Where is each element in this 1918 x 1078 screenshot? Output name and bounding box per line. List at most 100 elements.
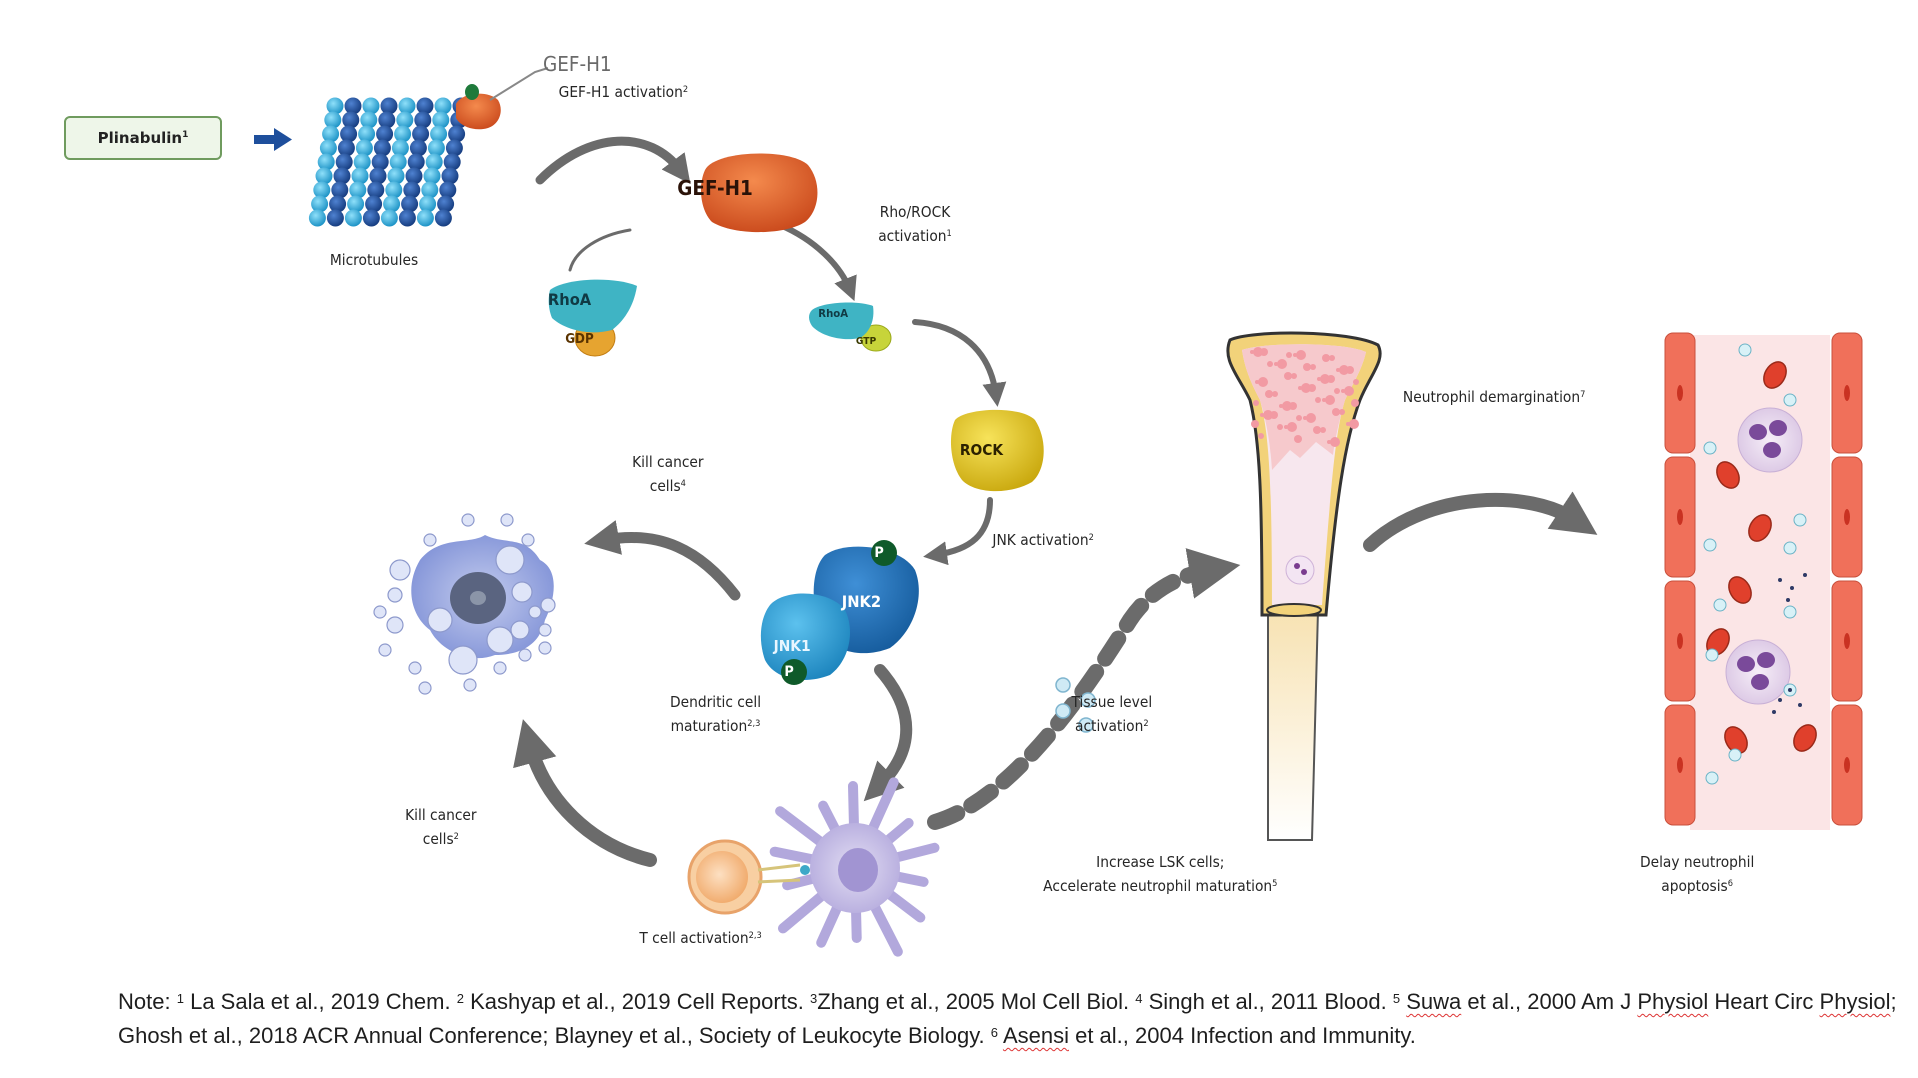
tubulin-subunit [389, 153, 407, 171]
bleb [448, 645, 478, 675]
marrow-cell [1291, 373, 1297, 379]
marrow-cell [1277, 424, 1283, 430]
line-gefh1-to-rhoa-gdp [568, 228, 632, 272]
tubulin-subunit [376, 125, 394, 143]
tubulin-subunit [308, 209, 326, 227]
marrow-cell [1313, 426, 1321, 434]
platelet [1705, 771, 1719, 785]
reference: La Sala et al., 2019 Chem. [190, 989, 451, 1014]
marrow-cell [1298, 386, 1302, 390]
platelet [1738, 343, 1752, 357]
neutrophil-nucleus-lobe [1757, 652, 1775, 668]
marrow-cell [1322, 354, 1330, 362]
jnk-activation-label: JNK activation2 [992, 531, 1094, 549]
endothelial-nucleus [1677, 385, 1683, 401]
tubulin-subunit [347, 195, 365, 213]
marrow-cell [1250, 350, 1254, 354]
red-blood-cell [1763, 361, 1787, 389]
marrow-cell [1332, 408, 1340, 416]
endothelial-nucleus [1677, 633, 1683, 649]
tissue-particles [1055, 677, 1096, 733]
marrow-cell [1353, 379, 1359, 385]
marrow-cell [1279, 404, 1283, 408]
arrow-rock-to-jnk [923, 497, 993, 566]
dendritic-cell-illustration [769, 777, 940, 957]
reference: Zhang et al., 2005 Mol Cell Biol. [817, 989, 1130, 1014]
gef-h1-activation-label: GEF-H1 activation2 [558, 83, 689, 101]
marrow-cell [1320, 427, 1326, 433]
tubulin-subunit [443, 153, 461, 171]
arrow-microtubules-to-gefh1 [535, 136, 691, 185]
granule [1772, 710, 1776, 714]
marrow-cell [1336, 368, 1340, 372]
tubulin-subunit [414, 111, 432, 129]
references-note: Note: 1 La Sala et al., 2019 Chem. 2 Kas… [118, 989, 1897, 1048]
gef-h1-callout-label: GEF-H1 [542, 52, 612, 76]
plinabulin-label: Plinabulin [97, 129, 183, 147]
rhoa-gtp-protein-label: RhoA [818, 307, 849, 320]
marrow-cell [1258, 433, 1264, 439]
marrow-cell [1258, 377, 1268, 387]
marrow-cell [1339, 409, 1345, 415]
tubulin-subunit [385, 181, 403, 199]
endothelial-nucleus [1844, 385, 1850, 401]
marrow-cell [1265, 390, 1273, 398]
vessel-effect-label: Delay neutrophil apoptosis6 [1639, 853, 1755, 895]
bleb [521, 533, 535, 547]
marrow-cell [1301, 383, 1311, 393]
marrow-cell [1306, 413, 1316, 423]
tubulin-subunit [367, 181, 385, 199]
marrow-cell [1322, 398, 1326, 402]
marrow-cell [1351, 399, 1359, 407]
arrow-rhoa-gtp-to-rock [912, 319, 1007, 407]
marrow-cell [1272, 391, 1278, 397]
rock-protein-label: ROCK [960, 441, 1004, 459]
marrow-cell [1282, 401, 1292, 411]
marrow-cell [1260, 413, 1264, 417]
endothelial-nucleus [1844, 509, 1850, 525]
tubulin-subunit [333, 167, 351, 185]
tubulin-subunit [311, 195, 329, 213]
marrow-cell [1308, 384, 1316, 392]
granule [1803, 573, 1807, 577]
marrow-cell [1255, 380, 1259, 384]
neutrophil [1725, 639, 1791, 705]
granule [1790, 586, 1794, 590]
bleb [486, 626, 514, 654]
marrow-cell [1293, 353, 1297, 357]
tubulin-subunit [365, 195, 383, 213]
t-cell-activation-label: T cell activation2,3 [639, 929, 762, 947]
red-blood-cell [1748, 514, 1772, 542]
bleb [510, 620, 530, 640]
platelet [1783, 393, 1797, 407]
bleb [418, 681, 432, 695]
marrow-cell [1253, 347, 1263, 357]
tubulin-subunit [441, 167, 459, 185]
tubulin-subunit [358, 125, 376, 143]
tubulin-subunit [396, 111, 414, 129]
kill-cancer-top-label: Kill cancer cells4 [632, 453, 704, 495]
bleb [518, 648, 532, 662]
phospho-icon [781, 659, 807, 685]
tubulin-subunit [344, 209, 362, 227]
marrow-cell [1267, 361, 1273, 367]
blood-vessel-illustration [1664, 332, 1863, 830]
marrow-cell [1277, 359, 1287, 369]
bleb [540, 597, 556, 613]
tubulin-subunit [430, 125, 448, 143]
tubulin-subunit [416, 209, 434, 227]
marrow-cell [1341, 389, 1345, 393]
bleb [378, 643, 392, 657]
endothelial-nucleus [1844, 633, 1850, 649]
bleb [493, 661, 507, 675]
plinabulin-arrow [254, 128, 292, 151]
reference: Kashyap et al., 2019 Cell Reports. [470, 989, 804, 1014]
t-cell-illustration [687, 839, 810, 915]
tubulin-subunit [405, 167, 423, 185]
tubulin-subunit [326, 97, 344, 115]
tubulin-subunit [380, 209, 398, 227]
neutrophil-nucleus-lobe [1769, 420, 1787, 436]
endothelial-nucleus [1677, 757, 1683, 773]
